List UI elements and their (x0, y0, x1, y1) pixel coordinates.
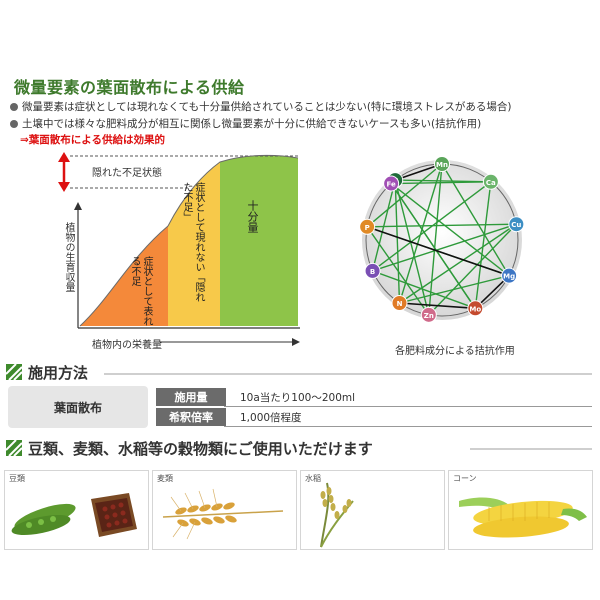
network-caption: 各肥料成分による拮抗作用 (395, 346, 515, 357)
svg-text:B: B (370, 268, 375, 276)
bullet-2: 土壌中では様々な肥料成分が相互に関係し微量要素が十分に供給できないケースも多い(… (10, 116, 481, 131)
antagonism-edge (371, 179, 396, 272)
bullet-dot-icon (10, 120, 18, 128)
y-axis-arrow-icon (74, 202, 82, 210)
network-edges (366, 163, 517, 316)
element-node-n: N (391, 295, 408, 312)
growth-diagram (58, 152, 300, 346)
x-axis-label: 植物内の栄養量 (92, 340, 162, 351)
y-axis-label: 植物の生育収量 (63, 222, 74, 292)
usage-row-value: 1,000倍程度 (240, 411, 302, 424)
element-node-ca: Ca (482, 173, 499, 190)
usage-row-label: 施用量 (156, 388, 226, 406)
usage-row-value: 10a当たり100～200ml (240, 391, 356, 404)
method-cell: 葉面散布 (8, 386, 148, 428)
antagonism-edge (399, 223, 517, 304)
conclusion-text: ⇒葉面散布による供給は効果的 (20, 134, 165, 146)
svg-text:Fe: Fe (387, 181, 396, 189)
usage-row-1: 施用量 10a当たり100～200ml (156, 388, 355, 406)
crop-card-rice: 水稲 (300, 470, 445, 550)
antagonism-edge (390, 182, 510, 277)
stripe-icon (6, 364, 22, 380)
antagonism-edge-strong (399, 302, 476, 310)
element-node-b: B (364, 262, 381, 279)
arrow-down-icon (58, 182, 70, 192)
element-node-mg: Mg (501, 267, 518, 284)
antagonism-edge (366, 163, 443, 228)
antagonism-edge (367, 223, 517, 228)
stripe-icon (6, 440, 22, 456)
usage-row-2: 希釈倍率 1,000倍程度 (156, 408, 302, 426)
page-title: 微量要素の葉面散布による供給 (14, 78, 245, 97)
svg-text:Zn: Zn (424, 312, 434, 320)
network-nodes: KMnCaCuMgMoZnNBPFe (359, 156, 525, 323)
antagonism-edge (441, 163, 510, 277)
antagonism-edge (474, 181, 492, 309)
corn-image (459, 497, 587, 538)
svg-text:P: P (365, 224, 370, 232)
antagonism-edge-strong (394, 163, 443, 181)
zone-sufficient (220, 155, 298, 326)
antagonism-edge (428, 223, 517, 316)
beans-image (11, 493, 137, 537)
element-node-p: P (359, 218, 376, 235)
svg-text:Mg: Mg (503, 273, 515, 281)
antagonism-edge-strong (366, 226, 510, 277)
zone-visible-deficiency (80, 226, 168, 326)
row-divider (224, 406, 592, 407)
wheat-image (162, 488, 284, 540)
svg-text:N: N (397, 300, 403, 308)
x-axis-arrow-icon (292, 338, 300, 346)
crop-card-corn: コーン (448, 470, 593, 550)
antagonism-edge (394, 179, 430, 316)
antagonism-edge (398, 163, 443, 304)
element-node-cu: Cu (508, 216, 525, 233)
crop-card-beans: 豆類 (4, 470, 149, 550)
element-node-fe: Fe (383, 175, 400, 192)
antagonism-edge (372, 270, 476, 309)
svg-text:Ca: Ca (486, 179, 496, 187)
zone-label-hidden: 症状として現れない「隠れた不足」 (181, 182, 204, 302)
antagonism-edge (390, 183, 476, 309)
zone-label-sufficient: 十分量 (246, 200, 259, 233)
antagonism-network: KMnCaCuMgMoZnNBPFe (359, 156, 525, 323)
rice-image (320, 482, 354, 548)
bullet-1: 微量要素は症状としては現れなくても十分量供給されていることは少ない(特に環境スト… (10, 99, 512, 114)
row-divider (224, 426, 592, 427)
zone-label-visible: 症状として表れる不足 (129, 256, 152, 326)
svg-text:Mn: Mn (436, 161, 448, 169)
usage-divider (104, 373, 592, 375)
bullet-dot-icon (10, 103, 18, 111)
zone-hidden-deficiency (168, 162, 220, 326)
growth-curve (79, 154, 299, 327)
hidden-deficiency-label: 隠れた不足状態 (92, 168, 162, 179)
usage-heading: 施用方法 (6, 362, 88, 383)
arrow-up-icon (58, 152, 70, 162)
element-node-mo: Mo (467, 300, 484, 317)
svg-text:Cu: Cu (511, 221, 521, 229)
element-node-zn: Zn (420, 306, 437, 323)
element-node-mn: Mn (434, 156, 450, 172)
crop-card-wheat: 麦類 (152, 470, 297, 550)
antagonism-edge (372, 223, 517, 272)
svg-text:Mo: Mo (469, 305, 481, 313)
usage-row-label: 希釈倍率 (156, 408, 226, 426)
antagonism-edge (394, 180, 401, 304)
crops-heading: 豆類、麦類、水稲等の穀物類にご使用いただけます (6, 438, 373, 459)
crops-divider (470, 448, 592, 450)
antagonism-edge (428, 163, 443, 315)
